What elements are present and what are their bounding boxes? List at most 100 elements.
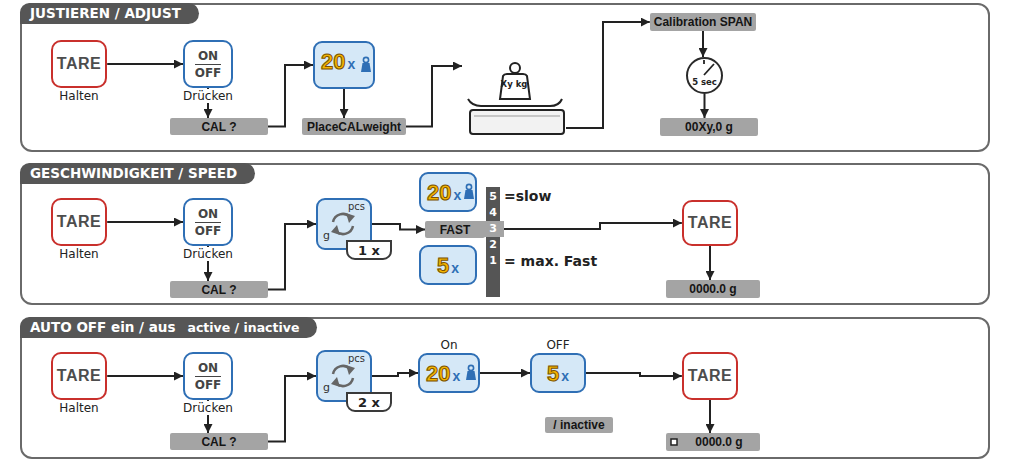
button-label: TARE xyxy=(57,213,101,231)
key-number: 5 xyxy=(437,253,449,279)
button-label: FAST xyxy=(440,223,471,237)
on-off-button: ONOFFDrücken xyxy=(183,40,233,88)
label-holder: 0000.0 g xyxy=(666,280,760,298)
flow-arrow xyxy=(406,66,462,127)
speed-button: 5x xyxy=(419,245,477,285)
label-holder: 54321 xyxy=(486,187,500,297)
panel-heading: GESCHWINDIGKEIT / SPEED xyxy=(30,165,237,181)
flow-arrow xyxy=(107,221,183,223)
panel-header: AUTO OFF ein / ausactive / inactive xyxy=(20,317,317,338)
label-holder: 20x xyxy=(421,174,475,210)
label-holder: TARE xyxy=(53,200,105,244)
label-holder: 20x xyxy=(315,43,373,87)
unit-label: g xyxy=(323,229,330,242)
action-label: Drücken xyxy=(181,401,235,415)
speed-scale-note: = max. Fast xyxy=(504,253,597,269)
button-label: 1 xyxy=(489,253,497,269)
flow-arrow xyxy=(709,400,711,433)
key-multiplier: x xyxy=(452,368,460,384)
flow-arrow xyxy=(343,89,345,118)
key-multiplier: x xyxy=(347,56,355,72)
label-holder: Xy kg xyxy=(462,58,566,136)
mode-button: pcsg1 x xyxy=(316,198,372,250)
button-label: 3 xyxy=(482,221,504,237)
flow-arrow xyxy=(268,376,316,442)
speed-scale: 54321 xyxy=(486,187,500,297)
panel-frame: AUTO OFF ein / ausactive / inactiveTAREH… xyxy=(20,317,990,459)
state-label: On xyxy=(440,338,457,352)
tare-button: TAREHalten xyxy=(51,198,107,246)
label-holder: Calibration SPAN xyxy=(650,13,756,31)
label-holder: TARE xyxy=(53,42,105,86)
button-label: TARE xyxy=(688,367,732,385)
button-label: 4 xyxy=(489,205,497,221)
weight-button: 20x xyxy=(419,172,477,212)
label-holder: 5 sec xyxy=(688,59,721,92)
button-label: OFF xyxy=(195,66,222,80)
button-label: Calibration SPAN xyxy=(654,15,752,29)
button-label: TARE xyxy=(57,55,101,73)
display-readout: CAL ? xyxy=(170,281,268,298)
label-holder: ONOFF xyxy=(185,200,231,244)
display-readout: PlaceCALweight xyxy=(302,118,406,135)
label-holder: CAL ? xyxy=(170,433,268,450)
button-label: 2 x xyxy=(358,395,380,410)
button-label: CAL ? xyxy=(201,435,236,449)
on-off-button: ONOFFDrücken xyxy=(183,198,233,246)
label-holder: ONOFF xyxy=(185,42,231,86)
button-label: 0000.0 g xyxy=(689,282,736,296)
tare-button: TAREHalten xyxy=(51,40,107,88)
display-readout: Calibration SPAN xyxy=(650,13,756,31)
press-count-tab: 2 x xyxy=(346,392,392,412)
button-label: CAL ? xyxy=(201,120,236,134)
button-label: ON xyxy=(195,361,221,377)
flow-arrow xyxy=(586,373,682,376)
flow-arrow xyxy=(704,94,706,118)
flow-arrow xyxy=(709,246,711,280)
flow-arrow xyxy=(268,224,316,290)
flow-arrow xyxy=(480,372,530,374)
button-label: / inactive xyxy=(553,418,604,432)
label-holder: 2 x xyxy=(348,394,390,410)
action-label: Drücken xyxy=(181,247,235,261)
label-holder: TARE xyxy=(684,202,736,244)
button-label: PlaceCALweight xyxy=(307,120,401,134)
display-readout: CAL ? xyxy=(170,433,268,450)
label-holder: / inactive xyxy=(545,417,613,433)
tare-button: TARE xyxy=(682,200,738,246)
label-holder: 00Xy,0 g xyxy=(660,118,758,136)
button-label: 5 sec xyxy=(692,77,717,87)
unit-label: pcs xyxy=(348,353,365,364)
key-multiplier: x xyxy=(451,260,459,276)
button-label: Xy kg xyxy=(501,79,528,89)
label-holder: ONOFF xyxy=(185,354,231,398)
button-label: ON xyxy=(195,207,221,223)
button-label: OFF xyxy=(195,378,222,392)
panel-frame: GESCHWINDIGKEIT / SPEEDTAREHaltenONOFFDr… xyxy=(20,163,990,305)
unit-label: pcs xyxy=(348,201,365,212)
unit-label: g xyxy=(323,381,330,394)
display-readout: 0000.0 g xyxy=(666,433,760,451)
label-holder: PlaceCALweight xyxy=(302,118,406,135)
panel-header: GESCHWINDIGKEIT / SPEED xyxy=(20,163,255,184)
button-label: CAL ? xyxy=(201,283,236,297)
speed-scale-note: =slow xyxy=(504,188,551,204)
flow-arrow xyxy=(566,22,650,128)
mode-button: pcsg2 x xyxy=(316,350,372,402)
button-label: 5 xyxy=(489,189,497,205)
scale-weight: Xy kg xyxy=(462,58,566,136)
key-number: 20 xyxy=(427,180,451,206)
button-label: 2 xyxy=(489,237,497,253)
action-label: Halten xyxy=(57,401,100,415)
display-readout: FAST xyxy=(425,221,485,238)
panel-header: JUSTIEREN / ADJUST xyxy=(20,3,199,24)
key-multiplier: x xyxy=(453,187,461,203)
flow-arrow xyxy=(500,223,682,229)
label-holder: CAL ? xyxy=(170,118,268,135)
label-holder: TARE xyxy=(53,354,105,398)
tare-button: TARE xyxy=(682,352,738,400)
tare-button: TAREHalten xyxy=(51,352,107,400)
press-count-tab: 1 x xyxy=(346,240,392,260)
